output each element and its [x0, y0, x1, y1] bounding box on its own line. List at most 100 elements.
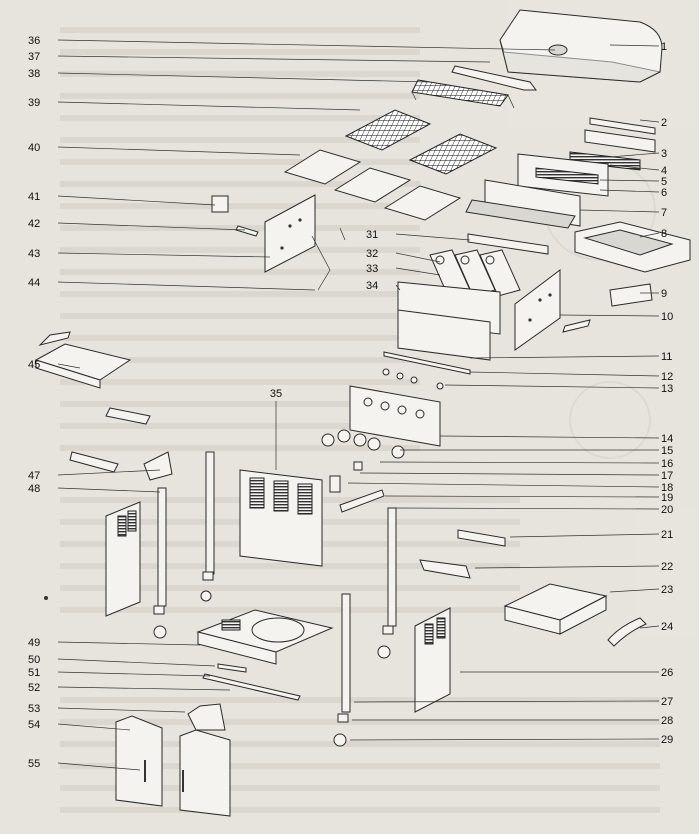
- callout-number-21: 21: [661, 529, 673, 541]
- callout-number-36: 36: [28, 35, 40, 47]
- callout-number-55: 55: [28, 758, 40, 770]
- leader-line-54: [57, 723, 131, 731]
- part-control-knobs: [321, 429, 405, 471]
- callout-number-3: 3: [661, 148, 667, 160]
- leader-line-34: [395, 284, 401, 291]
- part-rear-panel-rails: [517, 117, 656, 197]
- callout-number-28: 28: [661, 715, 673, 727]
- leader-line-22: [474, 565, 660, 569]
- leader-line-4: [609, 164, 660, 171]
- part-manifold-valves: [382, 351, 471, 390]
- leader-line-16: [379, 461, 660, 464]
- part-cooking-grid-right: [408, 133, 498, 175]
- callout-number-41: 41: [28, 191, 40, 203]
- leader-line-23: [609, 588, 660, 593]
- part-burners: [429, 249, 521, 297]
- part-bottom-rails: [187, 663, 301, 731]
- leader-line-41: [57, 195, 216, 206]
- leader-line-19: [384, 495, 660, 498]
- leader-line-39: [57, 101, 361, 111]
- callout-number-45: 45: [28, 359, 40, 371]
- leader-line-29: [349, 738, 660, 741]
- callout-number-9: 9: [661, 288, 667, 300]
- callout-layer: 1234567891011121314151617181920212223242…: [28, 35, 673, 771]
- callout-number-37: 37: [28, 51, 40, 63]
- leader-line-12: [469, 371, 660, 377]
- leader-line-7: [579, 209, 660, 213]
- leader-line-8: [639, 232, 660, 238]
- callout-number-26: 26: [661, 667, 673, 679]
- callout-number-39: 39: [28, 97, 40, 109]
- part-cart-legs-left: [153, 451, 215, 639]
- callout-number-27: 27: [661, 696, 673, 708]
- leader-line-24: [639, 625, 660, 629]
- callout-number-32: 32: [366, 248, 378, 260]
- callout-number-54: 54: [28, 719, 40, 731]
- part-side-shelf-left: [34, 331, 132, 389]
- callout-number-42: 42: [28, 218, 40, 230]
- leader-line-14: [439, 435, 660, 439]
- part-side-panel-right: [514, 268, 591, 351]
- leader-line-13: [444, 384, 660, 389]
- leader-line-18: [347, 482, 660, 488]
- callout-number-52: 52: [28, 682, 40, 694]
- leader-line-44: [57, 281, 316, 291]
- leader-line-3: [609, 152, 660, 158]
- callout-number-12: 12: [661, 371, 673, 383]
- callout-number-35: 35: [270, 388, 282, 400]
- part-lid: [499, 9, 663, 83]
- callout-number-15: 15: [661, 445, 673, 457]
- callout-number-7: 7: [661, 207, 667, 219]
- leader-line-6: [599, 189, 660, 193]
- part-side-panel-cart-right: [414, 607, 451, 713]
- leader-line-10: [559, 314, 660, 317]
- callout-number-34: 34: [366, 280, 378, 292]
- part-side-panel-left: [264, 194, 316, 273]
- callout-number-10: 10: [661, 311, 673, 323]
- callout-number-49: 49: [28, 637, 40, 649]
- part-flame-tamers: [283, 149, 462, 221]
- part-igniter-and-bracket: [329, 475, 385, 513]
- leader-line-45: [57, 363, 81, 369]
- leader-line-42: [57, 222, 246, 231]
- leader-line-11: [469, 355, 660, 359]
- leader-line-36: [57, 39, 556, 51]
- part-small-brackets: [211, 195, 346, 291]
- part-shelf-brackets-right: [419, 529, 506, 579]
- leader-line-48: [57, 487, 161, 493]
- leader-line-32: [395, 252, 441, 263]
- part-cart-doors: [115, 715, 231, 817]
- leader-line-27: [353, 700, 660, 703]
- leader-line-55: [57, 762, 141, 771]
- leader-line-33: [395, 267, 441, 276]
- leader-line-40: [57, 146, 301, 156]
- callout-number-2: 2: [661, 117, 667, 129]
- part-side-burner-shelf: [503, 583, 608, 635]
- part-control-panel: [349, 385, 441, 447]
- part-side-panel-cart-left: [105, 501, 141, 617]
- callout-number-4: 4: [661, 165, 667, 177]
- callout-number-11: 11: [661, 351, 672, 363]
- callout-number-16: 16: [661, 458, 673, 470]
- leader-line-1: [609, 44, 660, 47]
- leader-line-38: [57, 72, 431, 83]
- callout-number-6: 6: [661, 187, 667, 199]
- callout-number-53: 53: [28, 703, 40, 715]
- callout-number-8: 8: [661, 228, 667, 240]
- part-rear-panel-cart: [239, 469, 323, 567]
- callout-number-14: 14: [661, 433, 673, 445]
- leader-line-17: [359, 472, 660, 476]
- part-bottom-shelf: [196, 609, 334, 665]
- part-cart-legs-right: [333, 507, 397, 747]
- part-misc-hardware: [44, 596, 48, 600]
- part-side-shelf-right: [574, 221, 691, 273]
- callout-number-51: 51: [28, 667, 40, 679]
- callout-number-44: 44: [28, 277, 40, 289]
- callout-number-18: 18: [661, 482, 673, 494]
- callout-number-22: 22: [661, 561, 673, 573]
- callout-number-31: 31: [366, 229, 378, 241]
- callout-number-24: 24: [661, 621, 673, 633]
- callout-number-38: 38: [28, 68, 40, 80]
- part-back-burner: [465, 179, 581, 229]
